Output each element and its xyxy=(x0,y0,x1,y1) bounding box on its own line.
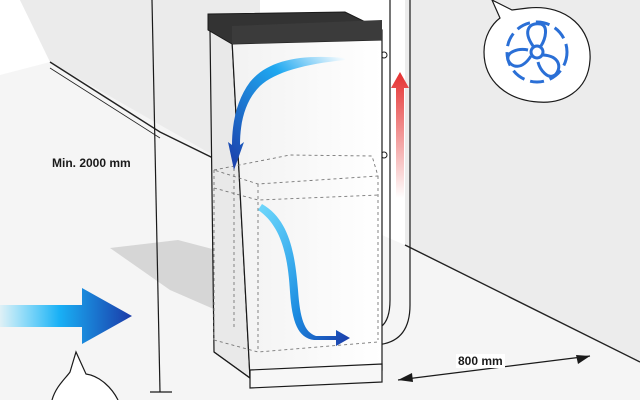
fan-icon xyxy=(483,0,591,103)
min-height-label: Min. 2000 mm xyxy=(52,156,131,170)
width-dimension xyxy=(397,355,591,382)
speech-bubble-icon xyxy=(51,350,119,400)
internal-tank-outline xyxy=(213,150,379,353)
back-wall-left xyxy=(20,0,260,180)
unit-base xyxy=(249,363,383,389)
intake-air-arrow xyxy=(0,288,132,344)
lower-airflow-ribbon xyxy=(258,204,350,346)
width-label: 800 mm xyxy=(456,354,505,368)
side-wall xyxy=(405,0,640,362)
heat-pump-unit xyxy=(207,11,383,389)
floor-edge-line-2 xyxy=(49,67,161,139)
unit-top-cap-front xyxy=(232,20,382,44)
top-airflow-arrow xyxy=(228,56,345,171)
warm-air-arrow xyxy=(391,72,409,198)
height-dimension xyxy=(150,0,172,393)
